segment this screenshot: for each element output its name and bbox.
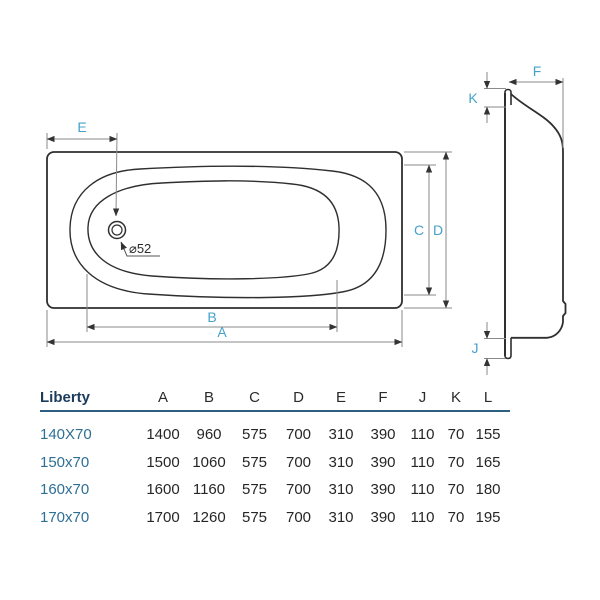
cell-b: 1260 <box>192 508 226 526</box>
column-header-l: L <box>483 388 493 406</box>
cell-b: 1160 <box>192 481 226 499</box>
cell-a: 1700 <box>146 508 180 526</box>
side-view: F K J <box>468 63 567 375</box>
cell-j: 110 <box>410 481 435 499</box>
model-name: 150x70 <box>40 453 90 471</box>
tub-rim-outline <box>46 151 403 309</box>
column-header-k: K <box>450 388 461 406</box>
bowl-outer-outline <box>69 165 387 299</box>
table-header-row: Liberty A B C D E F J K L <box>40 386 510 408</box>
cell-c: 575 <box>241 426 268 444</box>
cell-e: 310 <box>328 481 354 499</box>
cell-k: 70 <box>447 508 465 526</box>
column-header-c: C <box>249 388 260 406</box>
drain-inner-circle <box>111 224 123 236</box>
cell-a: 1600 <box>146 481 180 499</box>
drain-outer-circle <box>107 220 127 240</box>
side-right-outline <box>511 152 567 339</box>
dim-label-k: K <box>468 90 478 106</box>
bottom-flange-outline <box>504 337 512 360</box>
cell-l: 155 <box>475 426 501 444</box>
column-header-f: F <box>378 388 388 406</box>
model-name: 170x70 <box>40 508 90 526</box>
cell-k: 70 <box>447 481 465 499</box>
table-row: 150x70 1500 1060 575 700 310 390 110 70 … <box>40 449 510 477</box>
inner-slope-outline <box>510 93 564 153</box>
table-row: 140X70 1400 960 575 700 310 390 110 70 1… <box>40 421 510 449</box>
cell-d: 700 <box>285 481 312 499</box>
dim-label-b: B <box>207 309 216 325</box>
table-title: Liberty <box>40 388 91 406</box>
drain-diameter-label: ⌀52 <box>129 241 151 256</box>
cell-j: 110 <box>410 453 435 471</box>
cell-j: 110 <box>410 426 435 444</box>
cell-c: 575 <box>241 453 268 471</box>
column-header-e: E <box>335 388 346 406</box>
cell-c: 575 <box>241 481 268 499</box>
bowl-floor-outline <box>87 180 340 280</box>
cell-f: 390 <box>370 508 396 526</box>
cell-b: 1060 <box>192 453 226 471</box>
column-header-b: B <box>203 388 214 406</box>
dim-label-e: E <box>77 119 86 135</box>
cell-f: 390 <box>370 453 396 471</box>
top-view: E ⌀52 C D B A <box>46 119 452 347</box>
model-name: 140X70 <box>40 426 92 444</box>
cell-l: 195 <box>475 508 501 526</box>
dimension-table: Liberty A B C D E F J K L 140X70 1400 96… <box>40 386 510 531</box>
dim-label-a: A <box>217 324 227 340</box>
cell-f: 390 <box>370 481 396 499</box>
cell-d: 700 <box>285 426 312 444</box>
cell-e: 310 <box>328 508 354 526</box>
cell-k: 70 <box>447 453 465 471</box>
table-row: 170x70 1700 1260 575 700 310 390 110 70 … <box>40 504 510 532</box>
top-lip-outline <box>504 88 512 107</box>
technical-drawing: E ⌀52 C D B A <box>46 63 567 375</box>
cell-l: 165 <box>475 453 501 471</box>
cell-c: 575 <box>241 508 268 526</box>
cell-b: 960 <box>196 426 222 444</box>
model-name: 160x70 <box>40 481 90 499</box>
cell-a: 1500 <box>146 453 180 471</box>
cell-l: 180 <box>475 481 501 499</box>
cell-f: 390 <box>370 426 396 444</box>
drain-leader-line <box>112 132 120 217</box>
column-header-j: J <box>418 388 427 406</box>
cell-j: 110 <box>410 508 435 526</box>
cell-e: 310 <box>328 426 354 444</box>
cell-d: 700 <box>285 508 312 526</box>
dim-label-j: J <box>472 340 479 356</box>
table-row: 160x70 1600 1160 575 700 310 390 110 70 … <box>40 476 510 504</box>
dim-label-f: F <box>533 63 542 79</box>
drain-callout-leader <box>120 241 160 257</box>
table-header-rule <box>40 410 510 412</box>
dim-label-d: D <box>433 222 443 238</box>
table-body: 140X70 1400 960 575 700 310 390 110 70 1… <box>40 421 510 531</box>
dim-label-c: C <box>414 222 424 238</box>
cell-k: 70 <box>447 426 465 444</box>
cell-e: 310 <box>328 453 354 471</box>
column-header-d: D <box>293 388 304 406</box>
column-header-a: A <box>157 388 168 406</box>
cell-a: 1400 <box>146 426 180 444</box>
cell-d: 700 <box>285 453 312 471</box>
